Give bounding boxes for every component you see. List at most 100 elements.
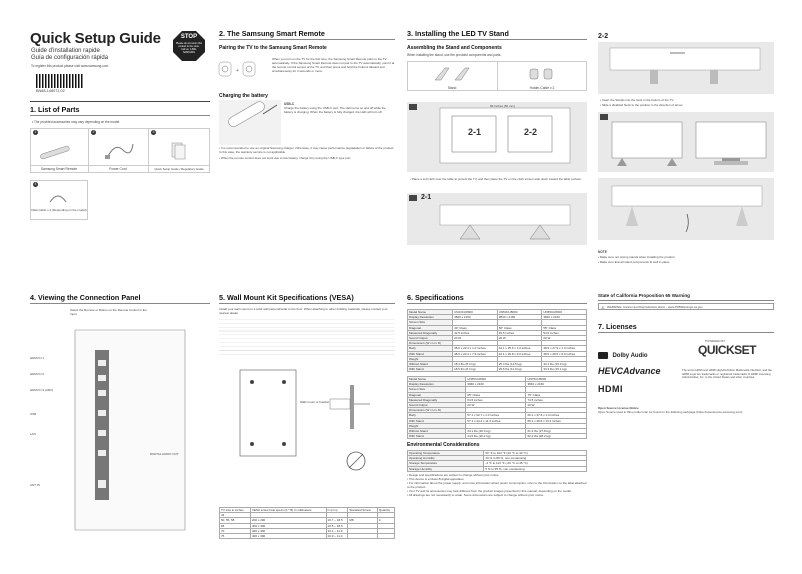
table-cell: 10.0 ~ 11.0 xyxy=(325,532,349,540)
part-label: Samsung Smart Remote xyxy=(40,167,78,171)
barcode xyxy=(36,74,84,88)
stand-feet-icon xyxy=(434,66,470,87)
barcode-number: BN68-14807J-02 xyxy=(36,89,65,93)
open-source-text: Open Source used in this product can be … xyxy=(598,410,743,414)
charge-notes: Charge the battery using the USB-C port.… xyxy=(284,106,386,114)
hevc-logo: HEVCAdvance xyxy=(598,366,661,376)
prop65-heading: State of California Proposition 65 Warni… xyxy=(598,293,690,298)
no-screw-icon xyxy=(345,450,367,477)
port-label-usb: USB xyxy=(30,412,37,416)
stand-note-2: • Make sure that all stand components fi… xyxy=(598,260,671,264)
hdmi-text: The terms HDMI and HDMI High-Definition … xyxy=(682,368,772,380)
step-label-2-2: 2-2 xyxy=(524,127,538,137)
port-label-lan: LAN xyxy=(30,432,36,436)
guide-icon xyxy=(171,142,186,164)
table-cell: 33.1 lbs (15.0 kg) xyxy=(541,361,587,368)
table-cell: 18.5 lbs (8.4 kg) xyxy=(452,366,498,373)
assembling-title: Assembling the Stand and Components xyxy=(407,45,502,51)
part-number: 4 xyxy=(33,182,38,187)
spec-note: • All drawings are not necessarily to sc… xyxy=(407,492,544,497)
divider xyxy=(598,332,774,333)
section-heading-parts: 1. List of Parts xyxy=(30,105,80,114)
table-cell: With Stand xyxy=(406,366,454,373)
charge-note-a: • It is recommended to use an original S… xyxy=(219,146,395,154)
env-title: Environmental Considerations xyxy=(407,442,480,448)
divider xyxy=(219,39,395,40)
divider xyxy=(219,303,395,304)
table-cell: 33.3 lbs (15.1 kg) xyxy=(541,366,587,373)
stop-badge-text: Please do not return this product to the… xyxy=(176,42,202,54)
divider xyxy=(497,61,498,91)
stand-right-note-1: • Insert the Stands into the slots in th… xyxy=(600,98,674,102)
part-number: 3 xyxy=(151,130,156,135)
table-cell: Dimensions (W x H x D) xyxy=(406,407,467,414)
neck-illustration xyxy=(609,47,761,93)
connection-caption: Select the Remote or Button on the Remot… xyxy=(70,308,147,316)
wall-mount-notes xyxy=(219,317,395,357)
spec-note: • Your TV and its accessories may look d… xyxy=(407,488,572,493)
subtitle-es: Guía de configuración rápida xyxy=(31,55,109,61)
table-cell: 75 xyxy=(218,532,252,540)
remote-icon xyxy=(40,145,70,164)
tv-back-illustration xyxy=(439,107,571,168)
pairing-title: Pairing the TV to the Samsung Smart Remo… xyxy=(219,45,327,51)
dimension-label: 83 Inches (50 mm) xyxy=(490,104,516,108)
table-cell: Measured Diagonally xyxy=(406,396,467,404)
holder-cable-icon xyxy=(529,67,554,86)
divider xyxy=(30,101,210,102)
table-row: TV size in inches VESA screw hole specs … xyxy=(218,506,396,514)
part-label: Data Cable x 2 (Depending on the model) xyxy=(31,208,87,212)
table-header: TV size in inches xyxy=(218,506,252,514)
table-cell: Display Resolution xyxy=(406,314,454,321)
powered-by-label: POWERED BY xyxy=(705,339,726,343)
page-title: Quick Setup Guide xyxy=(30,30,161,47)
fig-label-2-1: 2-1 xyxy=(421,194,432,201)
section-heading-connection: 4. Viewing the Connection Panel xyxy=(30,293,141,302)
tv-front-illustration-left xyxy=(611,121,683,172)
table-cell xyxy=(347,532,378,540)
open-source-title: Open Source License Notice xyxy=(598,406,639,410)
port-label-optical: DIGITAL AUDIO OUT xyxy=(150,452,179,456)
dolby-logo: Dolby Audio xyxy=(598,347,648,365)
table-cell: 48.5 x 29.5 x 9.0 inches xyxy=(541,350,587,357)
table-cell: 66.1 x 37.8 x 1.0 inches xyxy=(525,412,587,419)
wall-bracket-label: Wall mount or bracket xyxy=(300,400,330,404)
connection-panel-illustration xyxy=(55,329,195,535)
pairing-illustration: + xyxy=(218,58,269,80)
table-cell: 25.6 lbs (11.6 kg) xyxy=(496,366,543,373)
prop65-text: WARNING: Cancer and Reproductive Harm - … xyxy=(607,305,704,309)
divider xyxy=(407,39,587,40)
stop-badge-label: STOP xyxy=(180,34,198,40)
cable-holder-illustration xyxy=(611,185,763,239)
step-label-2-1: 2-1 xyxy=(468,127,482,137)
power-cord-icon xyxy=(105,140,135,165)
part-label: Quick Setup Guide / Regulatory Guide xyxy=(154,167,204,171)
fig-label-2-2-top: 2-2 xyxy=(598,33,609,40)
charge-note-b: • When the remote control does not work … xyxy=(219,156,352,160)
stand-note-1: • Make sure not mixing stands when insta… xyxy=(598,255,676,259)
spec-note: • Design and specifications are subject … xyxy=(407,473,500,477)
table-cell: Storage Humidity xyxy=(406,465,485,472)
hdmi-logo: HDMI xyxy=(598,384,623,394)
dolby-icon xyxy=(598,352,608,360)
section-heading-licenses: 7. Licenses xyxy=(598,322,637,331)
divider xyxy=(148,128,149,173)
data-cable-icon xyxy=(48,190,68,209)
stand-attach-illustration xyxy=(439,204,571,246)
wall-mount-diagram xyxy=(239,369,300,465)
wall-mount-intro: Install your wall mount on a solid wall … xyxy=(219,307,388,315)
svg-text:+: + xyxy=(236,68,239,74)
table-cell: Measured Diagonally xyxy=(406,329,454,337)
stand-col-label: Stand xyxy=(447,86,457,90)
table-cell: 57.1 x 34.2 x 11.3 inches xyxy=(465,417,527,424)
parts-intro: • The provided accessories may vary depe… xyxy=(32,120,121,124)
wall-mount-side-view xyxy=(329,385,374,434)
step-3-icon xyxy=(600,114,608,120)
divider xyxy=(407,303,587,304)
section-heading-remote: 2. The Samsung Smart Remote xyxy=(219,29,325,38)
